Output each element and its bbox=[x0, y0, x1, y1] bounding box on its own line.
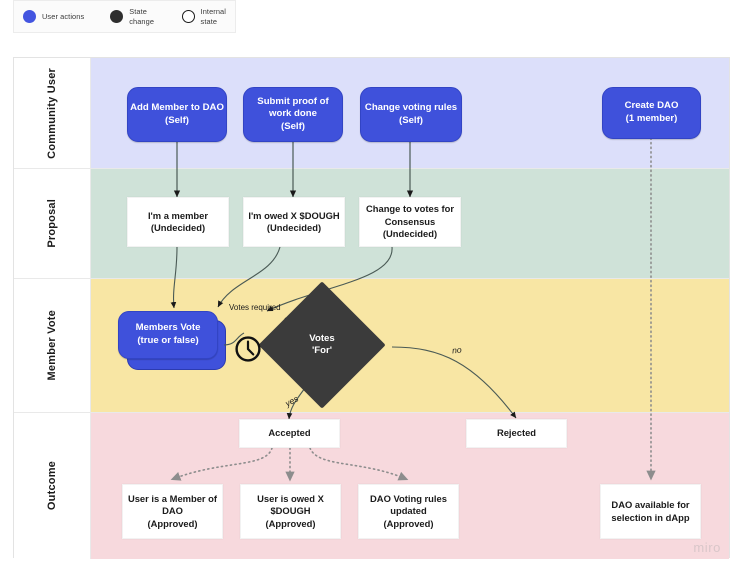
node-change-voting-rules[interactable]: Change voting rules(Self) bbox=[360, 87, 462, 142]
edge-label-no: no bbox=[451, 344, 463, 356]
clock-icon bbox=[234, 335, 262, 363]
lane-title: Community User bbox=[46, 67, 58, 159]
node-decision-votes-for[interactable]: Votes'For' bbox=[258, 281, 386, 409]
circle-outline-icon bbox=[181, 10, 195, 23]
edge-label-votes-required: Votes required bbox=[229, 303, 281, 312]
node-label: Accepted bbox=[268, 427, 311, 439]
node-create-dao[interactable]: Create DAO(1 member) bbox=[602, 87, 701, 139]
lane-header-proposal: Proposal bbox=[14, 169, 91, 278]
node-label: I'm owed X $DOUGH(Undecided) bbox=[248, 209, 340, 233]
lane-header-outcome: Outcome bbox=[14, 413, 91, 559]
node-label: Add Member to DAO(Self) bbox=[130, 101, 224, 126]
legend-item-internal-state: Internal state bbox=[173, 1, 235, 32]
legend-label: State change bbox=[129, 7, 155, 26]
legend: User actions State change Internal state bbox=[13, 0, 236, 33]
lane-title: Member Vote bbox=[46, 310, 58, 381]
node-proposal-im-owed-dough[interactable]: I'm owed X $DOUGH(Undecided) bbox=[243, 197, 345, 247]
node-label: Votes'For' bbox=[309, 332, 335, 356]
lane-title: Outcome bbox=[46, 461, 58, 511]
lane-header-community-user: Community User bbox=[14, 58, 91, 168]
node-outcome-user-is-owed[interactable]: User is owed X$DOUGH(Approved) bbox=[240, 484, 341, 539]
node-label: I'm a member(Undecided) bbox=[147, 209, 209, 233]
lane-header-member-vote: Member Vote bbox=[14, 279, 91, 412]
circle-icon bbox=[23, 10, 36, 23]
node-members-vote[interactable]: Members Vote(true or false) bbox=[118, 311, 218, 359]
circle-icon bbox=[110, 10, 124, 23]
legend-item-state-change: State change bbox=[101, 1, 172, 32]
node-rejected[interactable]: Rejected bbox=[466, 419, 567, 448]
legend-item-user-actions: User actions bbox=[14, 1, 101, 32]
legend-label: Internal state bbox=[200, 7, 226, 26]
node-label: User is owed X$DOUGH(Approved) bbox=[257, 492, 324, 529]
node-label: Change voting rules(Self) bbox=[364, 101, 458, 126]
node-add-member-to-dao[interactable]: Add Member to DAO(Self) bbox=[127, 87, 227, 142]
legend-label: User actions bbox=[42, 11, 85, 21]
lane-title: Proposal bbox=[46, 199, 58, 248]
node-accepted[interactable]: Accepted bbox=[239, 419, 340, 448]
node-proposal-im-a-member[interactable]: I'm a member(Undecided) bbox=[127, 197, 229, 247]
node-label: Members Vote(true or false) bbox=[135, 322, 201, 346]
node-label: Rejected bbox=[496, 427, 537, 439]
miro-watermark: miro bbox=[693, 540, 721, 555]
node-label: Create DAO(1 member) bbox=[624, 100, 679, 124]
